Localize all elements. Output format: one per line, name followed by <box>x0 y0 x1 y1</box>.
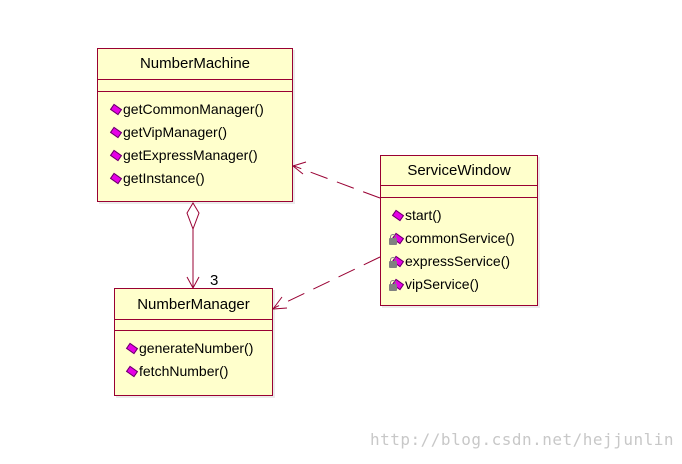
operation-compartment: start() commonService() expressService()… <box>381 198 537 296</box>
operation-item[interactable]: expressService() <box>389 250 537 273</box>
public-operation-icon <box>391 209 405 223</box>
aggregation-link <box>186 202 200 290</box>
operation-item[interactable]: commonService() <box>389 227 537 250</box>
attribute-compartment <box>98 80 292 92</box>
operation-item[interactable]: getInstance() <box>109 167 292 190</box>
class-service-window[interactable]: ServiceWindow start() commonService() ex… <box>380 155 538 306</box>
dependency-arrowhead <box>271 296 288 310</box>
operation-item[interactable]: fetchNumber() <box>125 360 272 383</box>
private-operation-icon <box>389 232 405 246</box>
class-name: NumberMachine <box>98 49 292 80</box>
attribute-compartment <box>115 320 272 331</box>
operation-item[interactable]: vipService() <box>389 273 537 296</box>
dependency-link-number-machine <box>291 161 381 199</box>
aggregation-diamond <box>186 202 200 231</box>
public-operation-icon <box>109 103 123 117</box>
public-operation-icon <box>125 342 139 356</box>
class-number-machine[interactable]: NumberMachine getCommonManager() getVipM… <box>97 48 293 202</box>
private-operation-icon <box>389 278 405 292</box>
dependency-link-number-manager <box>271 256 381 310</box>
operation-item[interactable]: getVipManager() <box>109 121 292 144</box>
class-name: ServiceWindow <box>381 156 537 186</box>
multiplicity-label: 3 <box>210 272 219 289</box>
class-number-manager[interactable]: NumberManager generateNumber() fetchNumb… <box>114 288 273 396</box>
operation-compartment: generateNumber() fetchNumber() <box>115 331 272 383</box>
public-operation-icon <box>109 149 123 163</box>
attribute-compartment <box>381 186 537 198</box>
operation-compartment: getCommonManager() getVipManager() getEx… <box>98 92 292 190</box>
operation-item[interactable]: generateNumber() <box>125 337 272 360</box>
operation-item[interactable]: start() <box>389 204 537 227</box>
dependency-arrowhead <box>291 161 307 175</box>
public-operation-icon <box>109 126 123 140</box>
class-name: NumberManager <box>115 289 272 320</box>
operation-item[interactable]: getExpressManager() <box>109 144 292 167</box>
watermark-text: http://blog.csdn.net/hejjunlin <box>370 430 674 449</box>
operation-item[interactable]: getCommonManager() <box>109 98 292 121</box>
public-operation-icon <box>109 172 123 186</box>
private-operation-icon <box>389 255 405 269</box>
public-operation-icon <box>125 365 139 379</box>
